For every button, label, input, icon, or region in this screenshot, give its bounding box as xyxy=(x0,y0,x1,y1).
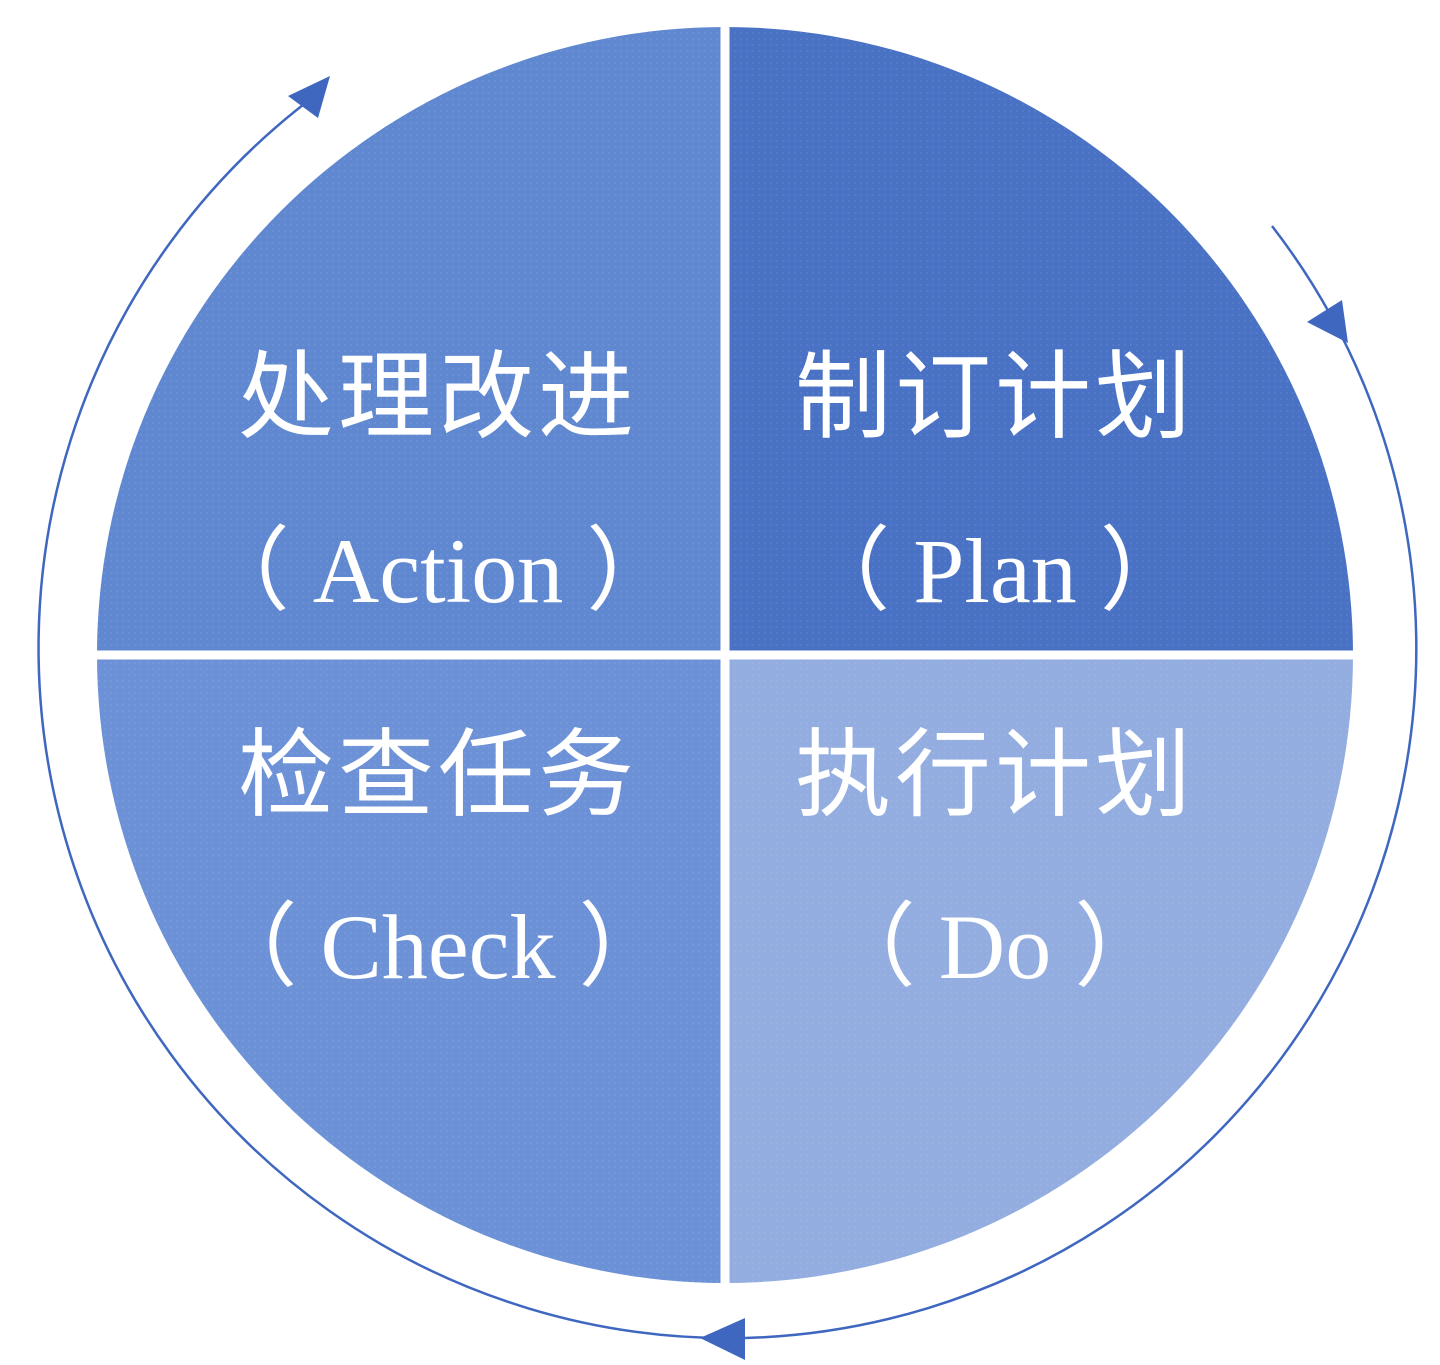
do-label-zh: 执行计划 xyxy=(795,719,1195,831)
action-label-en: （ Action ） xyxy=(198,520,678,622)
quadrant-labels: 处理改进 （ Action ） 制订计划 （ Plan ） 检查任务 （ Che… xyxy=(198,341,1195,998)
quadrant-group xyxy=(97,27,1353,1283)
arrow-head-bottom-icon xyxy=(700,1318,745,1360)
plan-label-en: （ Plan ） xyxy=(798,520,1192,622)
plan-label-zh: 制订计划 xyxy=(795,341,1195,453)
action-label-zh: 处理改进 xyxy=(238,341,638,453)
do-label-en: （ Do ） xyxy=(824,896,1166,998)
check-label-en: （ Check ） xyxy=(205,896,670,998)
check-label-zh: 检查任务 xyxy=(238,719,638,831)
cycle-arc-left xyxy=(37,90,738,1340)
cycle-ring xyxy=(37,76,1418,1360)
cycle-arc-right xyxy=(744,225,1418,1340)
arrow-head-top-icon xyxy=(288,76,330,118)
arrow-head-right-icon xyxy=(1307,300,1348,343)
